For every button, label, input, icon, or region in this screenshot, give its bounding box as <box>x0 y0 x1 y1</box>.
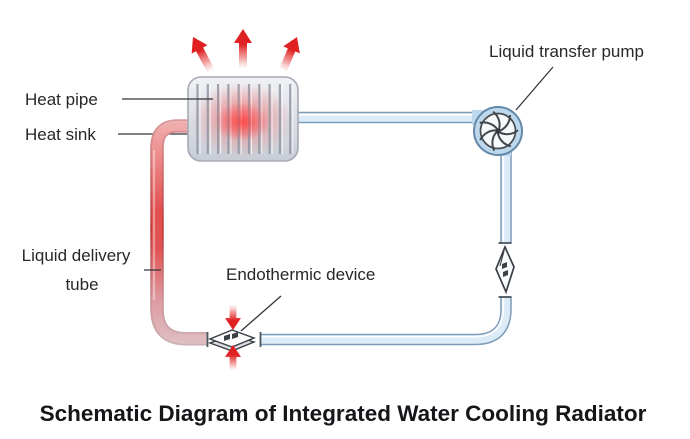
flow-valve <box>495 242 515 298</box>
pump-leader-line <box>515 66 554 111</box>
label-heat-sink: Heat sink <box>25 125 96 144</box>
coolant-tube-right-lower-and-bottom <box>261 297 512 346</box>
liquid-delivery-tube <box>150 119 208 346</box>
heat-arrow-right <box>279 37 300 72</box>
endothermic-leader-line <box>240 295 282 332</box>
heat-glow-tint <box>197 80 287 140</box>
radiator-heat-sink <box>187 76 299 162</box>
label-liquid-transfer-pump: Liquid transfer pump <box>489 42 644 61</box>
heat-absorb-arrow-up <box>225 345 241 370</box>
coolant-tube-top <box>297 111 482 124</box>
label-heat-pipe: Heat pipe <box>25 90 98 109</box>
diagram-title: Schematic Diagram of Integrated Water Co… <box>40 401 647 426</box>
label-liquid-delivery-line1: Liquid delivery <box>22 246 131 265</box>
heat-arrow-left <box>191 37 215 73</box>
label-liquid-delivery-line2: tube <box>65 275 98 294</box>
heat-absorb-arrow-down <box>225 305 241 330</box>
label-endothermic-device: Endothermic device <box>226 265 375 284</box>
endothermic-device <box>206 329 262 352</box>
pump-hub <box>495 128 501 134</box>
heat-dissipation-arrows <box>191 29 300 73</box>
liquid-transfer-pump <box>472 106 523 156</box>
heat-arrow-center <box>234 29 252 68</box>
coolant-tube-right-upper <box>500 150 512 243</box>
